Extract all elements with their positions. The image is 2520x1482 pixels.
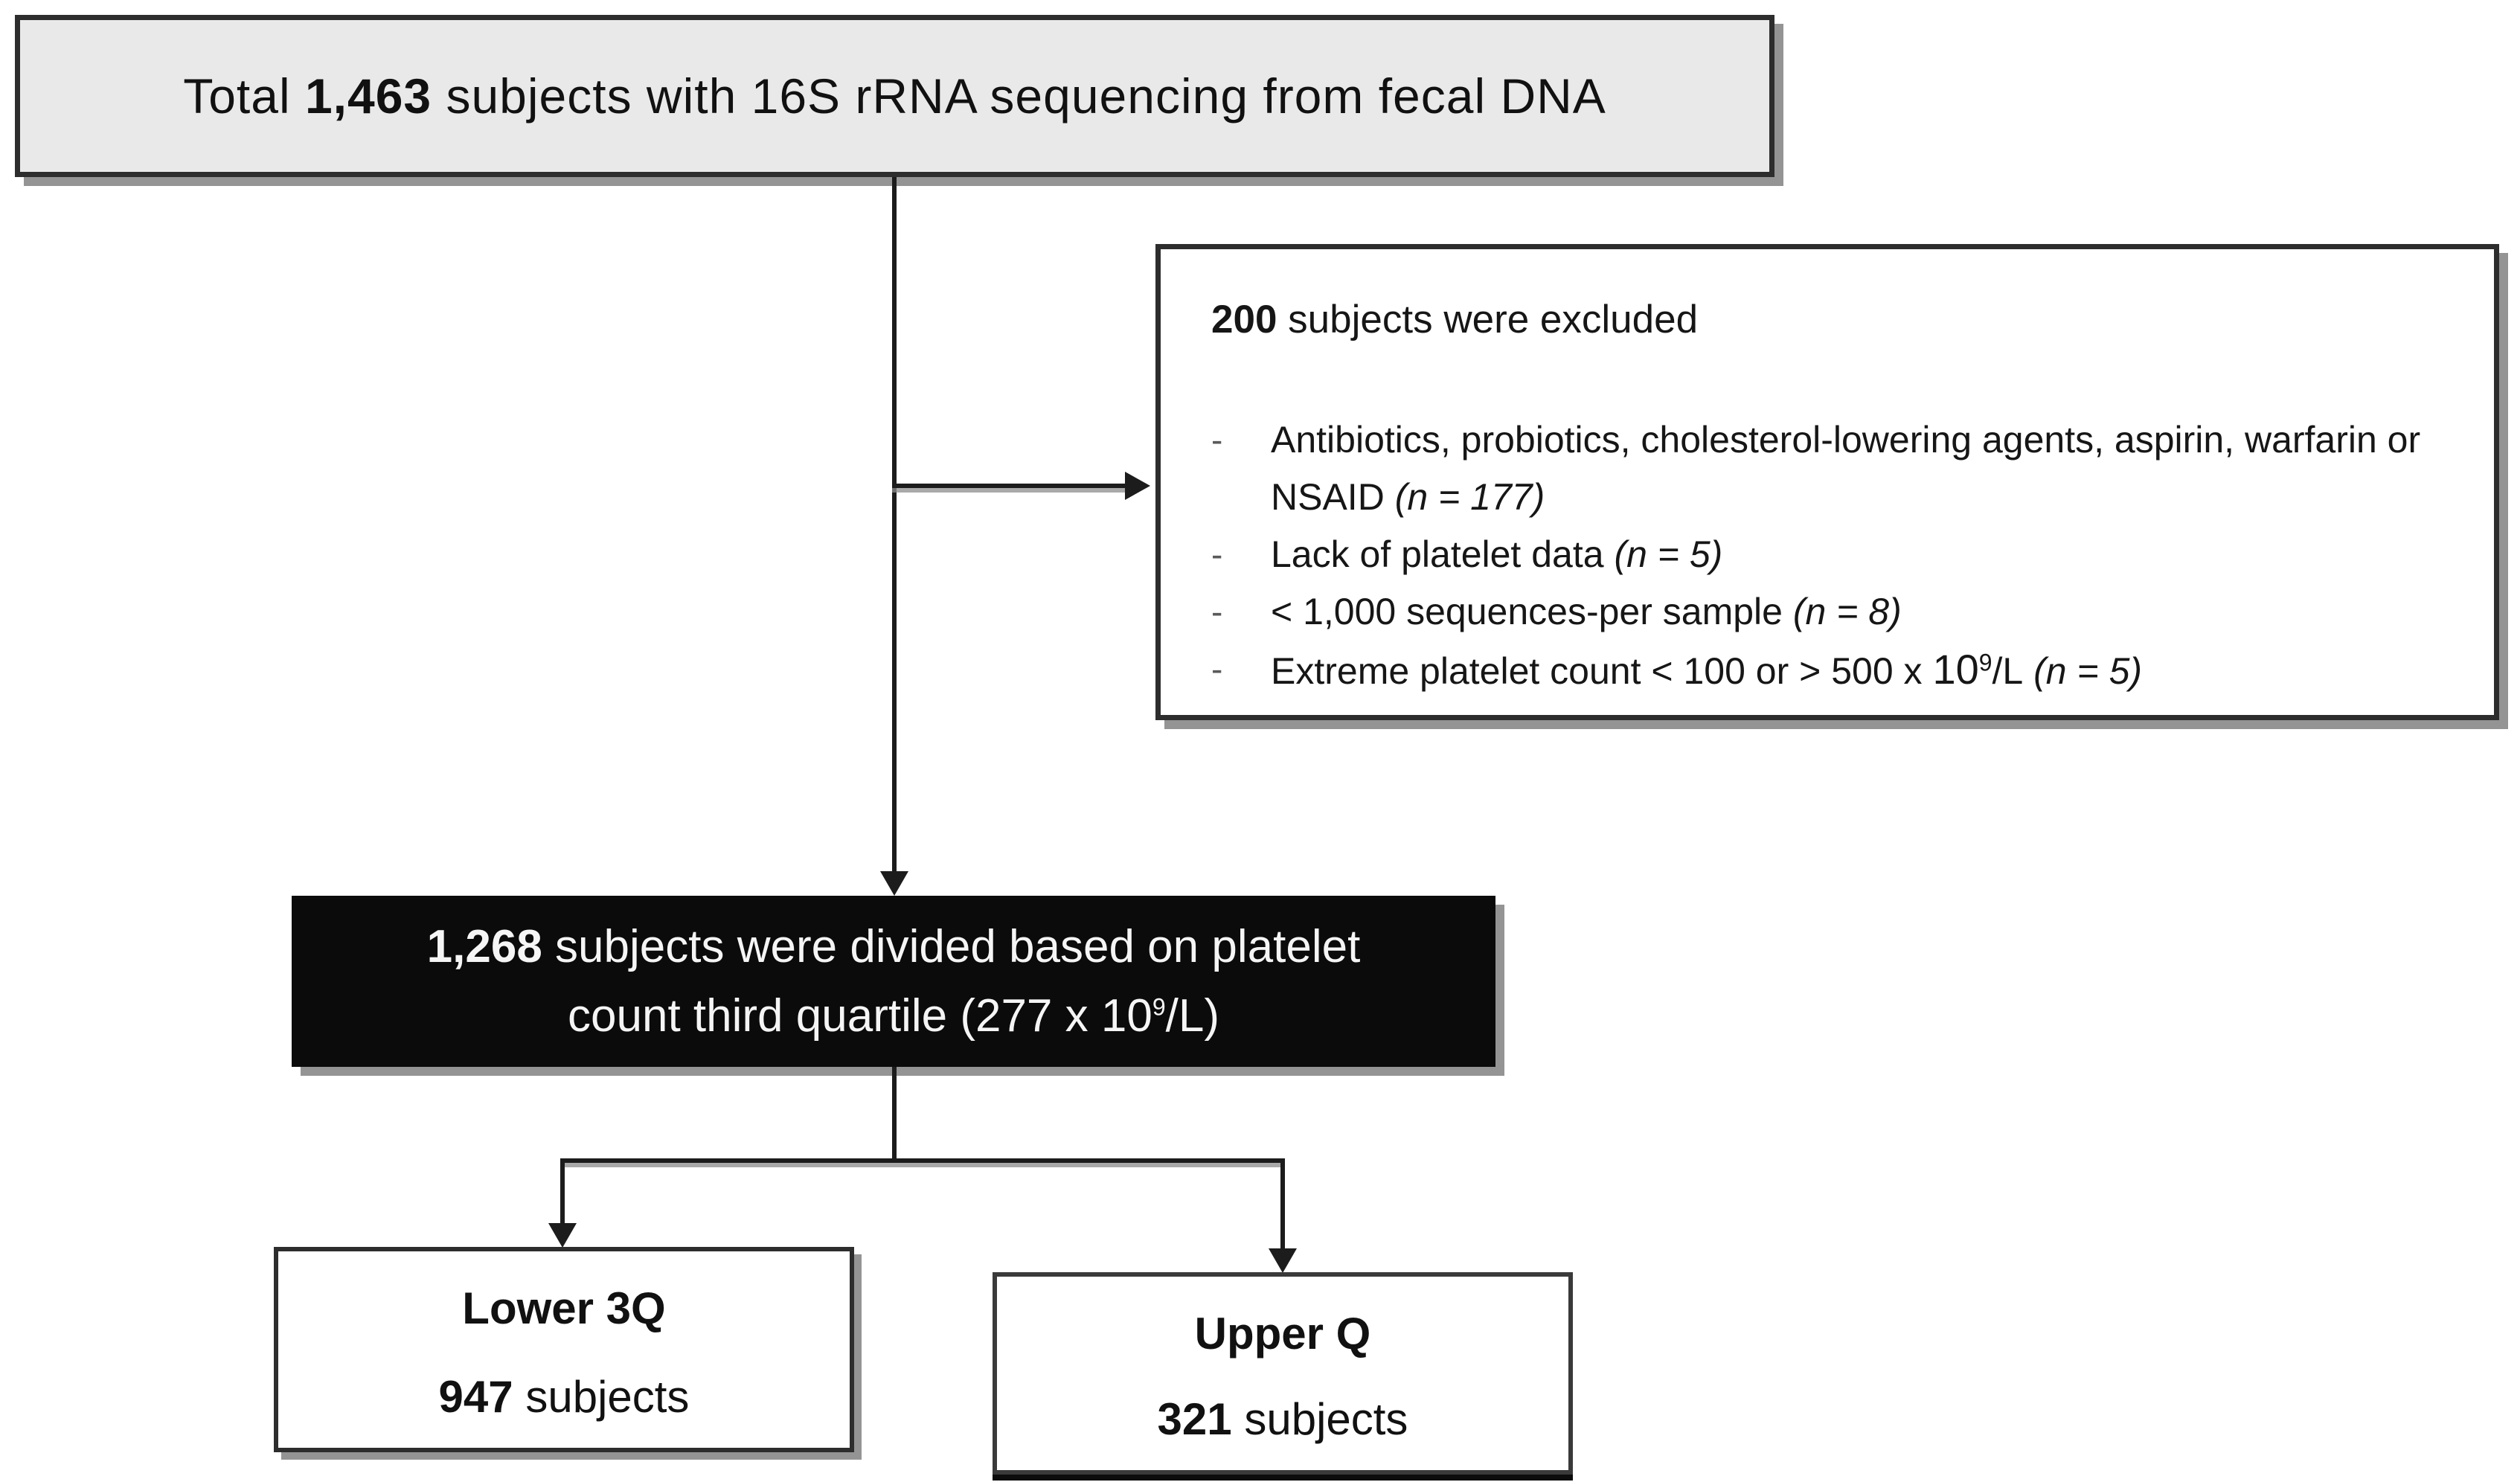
exclusion-item-text: Lack of platelet data (n = 5) — [1271, 526, 2467, 583]
item-4-power-exp: 9 — [1978, 649, 1992, 676]
exclusion-item: - Extreme platelet count < 100 or > 500 … — [1211, 641, 2467, 700]
total-prefix: Total — [183, 68, 305, 124]
item-2-n: (n = 5) — [1603, 533, 1723, 575]
bullet-dash-icon: - — [1211, 535, 1223, 574]
lower-3q-box: Lower 3Q 947 subjects — [274, 1247, 854, 1452]
connector-middle-to-branch — [892, 1067, 897, 1161]
exclusion-item-text: < 1,000 sequences-per sample (n = 8) — [1271, 583, 2467, 641]
exclusion-item: - Lack of platelet data (n = 5) — [1211, 526, 2467, 583]
arrowhead-down-lower3q-icon — [548, 1223, 577, 1248]
arrowhead-down-upperq-icon — [1269, 1248, 1297, 1273]
connector-to-upperq — [1280, 1158, 1285, 1250]
item-4-power-base: 10 — [1932, 646, 1979, 693]
division-line-1-text: subjects were divided based on platelet — [542, 921, 1361, 972]
item-3-text: < 1,000 sequences-per sample — [1271, 591, 1783, 632]
item-1-n: (n = 177) — [1384, 476, 1545, 518]
connector-branch-bar — [560, 1158, 1285, 1163]
item-4-n: (n = 5) — [2023, 650, 2143, 692]
arrowhead-down-middle-icon — [880, 871, 908, 896]
division-power-exp: 9 — [1152, 993, 1166, 1021]
total-subjects-text: Total 1,463 subjects with 16S rRNA seque… — [183, 68, 1606, 124]
bullet-dash-icon: - — [1211, 649, 1223, 688]
exclusion-item: - < 1,000 sequences-per sample (n = 8) — [1211, 583, 2467, 641]
division-box: 1,268 subjects were divided based on pla… — [292, 896, 1495, 1067]
division-line-2: count third quartile (277 x 109/L) — [568, 981, 1219, 1050]
exclusion-box: 200 subjects were excluded - Antibiotics… — [1155, 244, 2499, 720]
division-line-2-text: count third quartile (277 x 10 — [568, 990, 1152, 1042]
connector-top-to-middle — [892, 177, 897, 872]
arrowhead-right-icon — [1125, 472, 1150, 500]
division-count: 1,268 — [426, 921, 542, 972]
upper-q-count-line: 321 subjects — [1158, 1393, 1408, 1445]
item-4-unit: /L — [1992, 650, 2024, 692]
exclusion-count: 200 — [1211, 298, 1277, 341]
exclusion-header-text: subjects were excluded — [1277, 298, 1699, 341]
lower-3q-count-line: 947 subjects — [439, 1371, 690, 1422]
upper-q-suffix: subjects — [1231, 1394, 1408, 1444]
item-4-text: Extreme platelet count < 100 or > 500 x — [1271, 650, 1933, 692]
division-line-2-tail: /L) — [1165, 990, 1219, 1042]
exclusion-item-text: Antibiotics, probiotics, cholesterol-low… — [1271, 411, 2467, 526]
exclusion-list: - Antibiotics, probiotics, cholesterol-l… — [1211, 411, 2467, 700]
exclusion-item-text: Extreme platelet count < 100 or > 500 x … — [1271, 641, 2467, 700]
upper-q-box: Upper Q 321 subjects — [993, 1272, 1573, 1475]
total-subjects-box: Total 1,463 subjects with 16S rRNA seque… — [15, 15, 1774, 177]
upper-q-count: 321 — [1157, 1394, 1232, 1444]
connector-to-exclusion — [892, 484, 1125, 488]
upper-q-title: Upper Q — [1194, 1309, 1371, 1358]
lower-3q-count: 947 — [438, 1372, 513, 1422]
item-2-text: Lack of platelet data — [1271, 533, 1604, 575]
lower-3q-suffix: subjects — [513, 1372, 690, 1422]
total-suffix: subjects with 16S rRNA sequencing from f… — [432, 68, 1606, 124]
exclusion-header: 200 subjects were excluded — [1211, 297, 2467, 343]
division-line-1: 1,268 subjects were divided based on pla… — [427, 912, 1361, 981]
lower-3q-title: Lower 3Q — [462, 1283, 666, 1333]
exclusion-item: - Antibiotics, probiotics, cholesterol-l… — [1211, 411, 2467, 526]
item-3-n: (n = 8) — [1782, 591, 1902, 632]
connector-to-lower3q — [560, 1158, 565, 1225]
item-1-text: Antibiotics, probiotics, cholesterol-low… — [1271, 419, 2421, 518]
bullet-dash-icon: - — [1211, 420, 1223, 459]
total-count: 1,463 — [304, 68, 432, 124]
bullet-dash-icon: - — [1211, 592, 1223, 631]
